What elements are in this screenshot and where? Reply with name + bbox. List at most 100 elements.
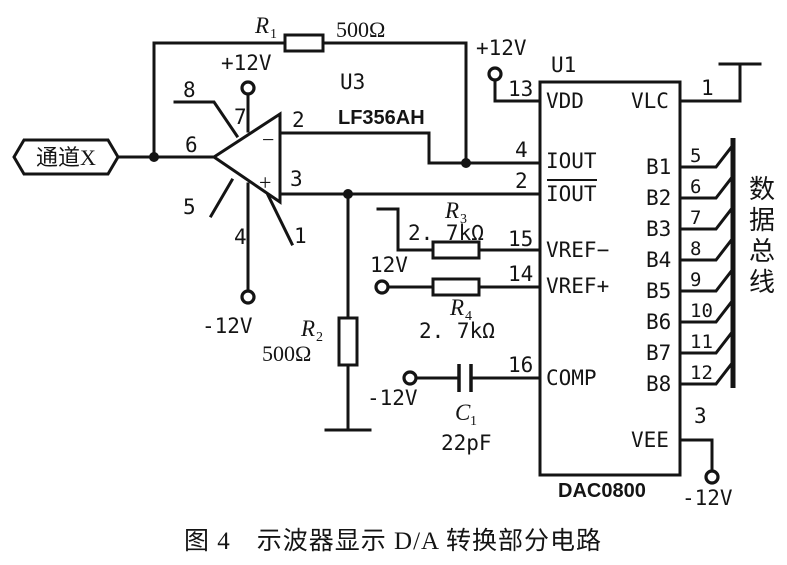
opamp-pin1: 1 (294, 224, 307, 248)
r2-name: R (300, 316, 315, 341)
dac-vdd-supply: +12V (476, 36, 527, 60)
wire-dac-vdd (493, 78, 542, 103)
opamp-part: LF356AH (338, 107, 425, 129)
dac-bit-pin-6: 10 (690, 300, 713, 322)
bus-label-char-1: 数 (749, 175, 775, 204)
wire-dac-vee (678, 438, 714, 473)
dac-ioutbar-label: IOUT (546, 182, 597, 206)
comp-supply: -12V (367, 386, 418, 410)
dac-bit-pin-5: 9 (690, 269, 701, 291)
dac-bit-label-6: B6 (646, 310, 671, 334)
dac-vlc-pin: 1 (701, 76, 714, 100)
terminal-opamp-vpos[interactable] (240, 80, 256, 96)
terminal-dac-vdd[interactable] (487, 66, 503, 82)
dac-vee-supply: -12V (682, 486, 733, 510)
c1-value: 22pF (441, 431, 492, 455)
wire-pin2-iout (278, 131, 542, 165)
opamp-minus-sign: − (262, 127, 274, 152)
dac-vref-plus-label: VREF+ (546, 274, 609, 298)
terminal-dac-vee[interactable] (704, 469, 720, 485)
c1-sub: 1 (470, 414, 477, 429)
bus-label-char-2: 据 (749, 206, 775, 235)
resistor-r1 (283, 33, 325, 53)
dac-vref-minus-pin: 15 (508, 227, 533, 251)
dac-bit-pin-2: 6 (690, 176, 701, 198)
opamp-pin2: 2 (292, 108, 305, 132)
wire-r3-ground (376, 207, 435, 252)
dac-bit-label-5: B5 (646, 279, 671, 303)
opamp-ref: U3 (340, 70, 365, 94)
resistor-r4 (431, 277, 481, 297)
dac-vref-minus-label: VREF− (546, 238, 609, 262)
r3-name: R (444, 198, 459, 223)
terminal-comp[interactable] (402, 370, 418, 386)
dac-bit-lead-1 (678, 142, 736, 169)
opamp-vneg-label: -12V (202, 314, 253, 338)
dac-bit-label-1: B1 (646, 155, 671, 179)
vref-plus-supply: 12V (370, 253, 408, 277)
opamp-u3 (211, 111, 282, 205)
dac-bit-lead-8 (678, 359, 736, 386)
dac-vdd-pin: 13 (508, 77, 533, 101)
opamp-pin8: 8 (183, 78, 196, 102)
r2-sub: 2 (316, 330, 323, 345)
dac-vdd-label: VDD (546, 89, 584, 113)
dac-iout-pin: 4 (515, 138, 528, 162)
r3-sub: 3 (460, 212, 467, 227)
resistor-r2 (337, 316, 359, 367)
dac-bit-lead-2 (678, 173, 736, 200)
figure-caption: 图 4 示波器显示 D/A 转换部分电路 (184, 527, 602, 555)
wire-feedback-right (321, 41, 468, 165)
dac-bit-lead-7 (678, 328, 736, 355)
dac-bit-label-8: B8 (646, 372, 671, 396)
dac-bit-pin-3: 7 (690, 207, 701, 229)
opamp-pin8-lead (173, 100, 240, 139)
dac-ref: U1 (551, 53, 576, 77)
terminal-opamp-vneg[interactable] (240, 289, 256, 305)
dac-bit-pin-8: 12 (690, 362, 713, 384)
r1-name: R (254, 13, 269, 38)
r3-value: 2. 7kΩ (408, 221, 484, 245)
dac-bit-label-2: B2 (646, 186, 671, 210)
opamp-vpos-label: +12V (221, 51, 272, 75)
r1-value: 500Ω (336, 17, 385, 42)
opamp-pin4: 4 (234, 225, 247, 249)
dac-comp-pin: 16 (508, 353, 533, 377)
dac-bit-label-4: B4 (646, 248, 671, 272)
r2-value: 500Ω (262, 341, 311, 366)
dac-vlc-label: VLC (631, 89, 669, 113)
opamp-pin7: 7 (234, 105, 247, 129)
dac-comp-label: COMP (546, 366, 597, 390)
r4-name: R (449, 295, 464, 320)
opamp-pin1-lead (265, 192, 295, 247)
c1-name: C (455, 400, 471, 425)
wire-feedback-left (152, 41, 287, 159)
input-port-label: 通道X (36, 145, 96, 170)
dac-vee-label: VEE (631, 428, 669, 452)
opamp-pin5: 5 (183, 195, 196, 219)
opamp-plus-sign: + (259, 170, 271, 195)
terminal-vref-plus[interactable] (374, 279, 390, 295)
junction-iout (461, 158, 471, 168)
wire-dac-vlc (678, 62, 742, 103)
opamp-pin3: 3 (290, 167, 303, 191)
r4-sub: 4 (465, 309, 472, 324)
dac-bit-label-7: B7 (646, 341, 671, 365)
opamp-pin6: 6 (185, 133, 198, 157)
dac-u1-body (538, 80, 682, 477)
bus-label-char-4: 线 (749, 268, 775, 297)
opamp-pin5-lead (208, 177, 235, 219)
dac-ioutbar-pin: 2 (515, 169, 528, 193)
bus-label-char-3: 总 (749, 237, 775, 266)
dac-bit-pin-7: 11 (690, 331, 713, 353)
r1-sub: 1 (270, 27, 277, 42)
dac-part: DAC0800 (558, 480, 646, 502)
dac-bit-lead-6 (678, 297, 736, 324)
dac-bit-pin-4: 8 (690, 238, 701, 260)
dac-iout-label: IOUT (546, 149, 597, 173)
dac-bit-label-3: B3 (646, 217, 671, 241)
dac-vref-plus-pin: 14 (508, 262, 533, 286)
dac-bit-lead-3 (678, 204, 736, 231)
dac-bit-pin-1: 5 (690, 145, 701, 167)
